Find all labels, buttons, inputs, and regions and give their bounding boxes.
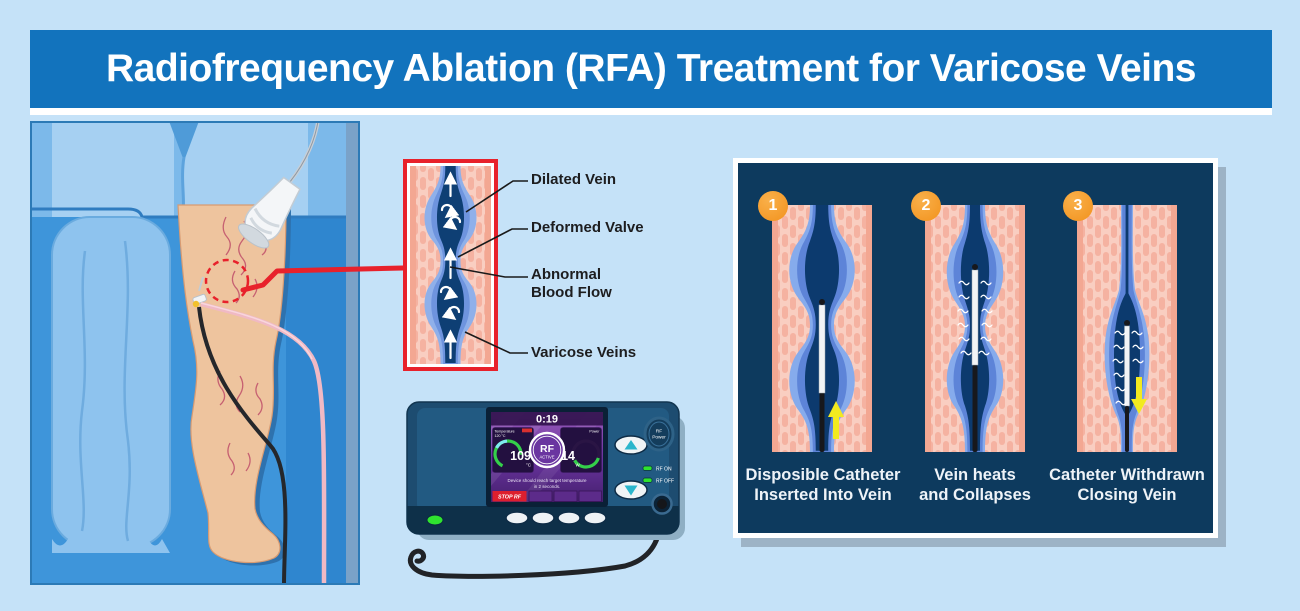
vein-magnifier-illustration — [410, 166, 491, 364]
withdraw-arrow-icon — [1131, 377, 1147, 414]
svg-text:RF OFF: RF OFF — [656, 479, 674, 485]
svg-text:109: 109 — [510, 449, 531, 463]
step1-number-badge: 1 — [758, 191, 788, 221]
draped-leg — [51, 216, 171, 553]
label-deformed-valve: Deformed Valve — [531, 219, 644, 236]
label-dilated-vein: Dilated Vein — [531, 171, 617, 188]
panel-edge — [346, 121, 360, 585]
up-button — [614, 435, 648, 455]
down-arrow-icon — [624, 485, 638, 496]
svg-text:RF: RF — [656, 429, 662, 435]
power-led — [426, 514, 444, 526]
catheter-entry — [192, 276, 207, 308]
step2-illustration — [925, 205, 1025, 452]
insert-arrow-icon — [828, 401, 844, 439]
title-banner: Radiofrequency Ablation (RFA) Treatment … — [30, 30, 1272, 115]
temperature-gauge: Temperature 120 °C 109 °C — [492, 427, 534, 473]
up-arrow-icon — [624, 440, 638, 450]
patient-leg-illustration — [30, 121, 360, 585]
blood-flow-arrow-icons — [439, 171, 462, 360]
svg-text:Power: Power — [589, 430, 600, 434]
step3-illustration — [1077, 205, 1177, 452]
rf-status-circle: RF ACTIVE — [528, 431, 566, 469]
screen-button-row: STOP RF — [492, 490, 602, 502]
svg-text:120 °C: 120 °C — [495, 434, 506, 438]
page-title: Radiofrequency Ablation (RFA) Treatment … — [106, 47, 1196, 90]
power-gauge: Power 14 W — [560, 427, 602, 473]
step3-number-badge: 3 — [1063, 191, 1093, 221]
torso-area — [30, 121, 360, 218]
cable-connector — [651, 493, 673, 515]
screen-message: Device should reach target temperature — [507, 478, 587, 483]
down-button — [614, 480, 648, 500]
device-screen: 0:19 Temperature 120 °C 109 °C Power — [486, 407, 608, 507]
svg-text:°C: °C — [526, 463, 532, 468]
label-varicose-veins: Varicose Veins — [531, 344, 637, 361]
svg-text:RF ON: RF ON — [656, 467, 672, 473]
entry-cable — [197, 306, 288, 585]
stop-rf-button — [492, 491, 527, 502]
led-indicators: RF ON RF OFF — [642, 465, 674, 485]
front-buttons — [505, 511, 607, 525]
svg-text:Power: Power — [652, 435, 666, 441]
svg-text:W: W — [576, 463, 581, 468]
catheter-icon — [818, 299, 826, 452]
vein-magnifier-box — [403, 159, 498, 371]
step1-illustration — [772, 205, 872, 452]
timer-display: 0:19 — [536, 414, 558, 426]
svg-text:ACTIVE: ACTIVE — [539, 455, 554, 460]
svg-text:RF: RF — [540, 443, 555, 455]
ultrasound-probe-icon — [238, 176, 301, 249]
catheter-icon — [1124, 320, 1130, 452]
rf-power-button: RF Power — [643, 416, 675, 452]
svg-text:Temperature: Temperature — [495, 430, 515, 434]
rf-generator-device: 0:19 Temperature 120 °C 109 °C Power — [406, 401, 685, 540]
step2-number-badge: 2 — [911, 191, 941, 221]
svg-text:STOP RF: STOP RF — [498, 495, 522, 501]
svg-text:in 2 seconds.: in 2 seconds. — [534, 484, 561, 489]
catheter-icon — [971, 264, 979, 452]
label-abnormal-blood-flow: Abnormal Blood Flow — [531, 266, 612, 301]
